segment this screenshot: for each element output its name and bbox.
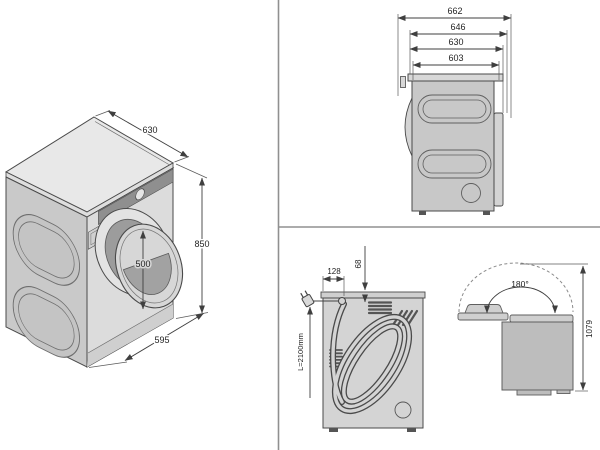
dim-side-603: 603: [412, 52, 500, 80]
worktop: [407, 73, 504, 82]
rear-view: 128 68 L=2100mm: [296, 246, 426, 432]
side-oval-upper-outer: [12, 214, 81, 286]
dim-label-646: 646: [450, 22, 465, 32]
door-bulge: [404, 97, 413, 157]
isometric-machine: [4, 116, 184, 368]
dim-rear-128: 128: [322, 267, 345, 296]
side-view: 662 646 630 603: [397, 5, 512, 215]
foot-right: [483, 211, 490, 215]
door-swing-view: 180° 1079: [457, 262, 596, 396]
service-cap: [461, 183, 481, 203]
door-window: [122, 252, 172, 295]
side-oval-upper-outer: [417, 94, 492, 124]
side-oval-lower-outer: [417, 149, 492, 179]
ext-line: [88, 361, 128, 368]
dim-iso-height: 850: [175, 163, 211, 319]
dim-line: [124, 313, 204, 361]
dim-side-646: 646: [409, 21, 508, 113]
swing-angle-label: 180°: [511, 279, 529, 289]
dim-side-630: 630: [409, 36, 504, 113]
dim-label-iso-height: 850: [194, 239, 209, 249]
dim-iso-door: 500: [134, 230, 152, 310]
ext-line: [95, 110, 111, 117]
side-oval-upper-inner: [422, 99, 487, 119]
side-ovals: [12, 214, 81, 358]
side-oval-lower-outer: [12, 286, 81, 358]
dim-label-cord-length: L=2100mm: [296, 333, 305, 371]
foot-left: [329, 428, 338, 432]
swing-body: [501, 321, 574, 391]
open-lid-handle: [464, 304, 504, 314]
isometric-view: 630 850 500 595: [4, 110, 211, 368]
dim-label-128: 128: [327, 267, 341, 276]
dim-label-662: 662: [447, 6, 462, 16]
swing-path-dashed-arc: [458, 262, 574, 313]
dim-side-662: 662: [397, 5, 512, 118]
dim-label-1079: 1079: [585, 320, 594, 338]
dim-label-630: 630: [448, 37, 463, 47]
side-oval-lower-inner: [422, 154, 487, 174]
dim-label-68: 68: [354, 259, 363, 268]
cord-entry-point: [338, 297, 346, 305]
hinge-tab: [400, 76, 406, 88]
dim-iso-width: 595: [88, 313, 204, 368]
dim-rear-68: 68: [354, 246, 368, 303]
rear-machine: [300, 290, 426, 432]
side-body: [411, 80, 495, 212]
swing-base-notch: [556, 389, 571, 394]
dim-swing-height: 1079: [520, 263, 596, 392]
dim-line: [107, 110, 189, 158]
plug-icon: [300, 290, 315, 308]
swing-angle-arc: [484, 286, 558, 314]
dim-label-603: 603: [448, 53, 463, 63]
foot-left: [419, 211, 426, 215]
closed-lid: [509, 314, 574, 323]
dim-label-iso-door: 500: [135, 259, 150, 269]
ext-line: [174, 156, 190, 163]
dim-iso-depth: 630: [95, 110, 190, 163]
dim-label-iso-depth: 630: [142, 125, 157, 135]
open-lid: [457, 312, 509, 321]
side-oval-upper-inner: [18, 221, 75, 279]
side-machine: [400, 73, 504, 215]
power-cord-coil: [329, 301, 413, 415]
lid-edge: [320, 291, 426, 299]
rear-panel: [493, 112, 504, 207]
dim-label-iso-width: 595: [154, 335, 169, 345]
side-oval-lower-inner: [18, 293, 75, 351]
vent-grille-top: [367, 301, 393, 315]
ext-line: [175, 163, 208, 179]
foot-right: [407, 428, 416, 432]
dim-cord-length: L=2100mm: [296, 306, 313, 398]
panel-dividers: [277, 0, 600, 450]
program-knob: [135, 188, 145, 201]
swing-base: [516, 389, 552, 396]
swing-machine: [457, 304, 574, 396]
open-door-rim: [119, 228, 179, 304]
drain-cap: [394, 401, 412, 419]
